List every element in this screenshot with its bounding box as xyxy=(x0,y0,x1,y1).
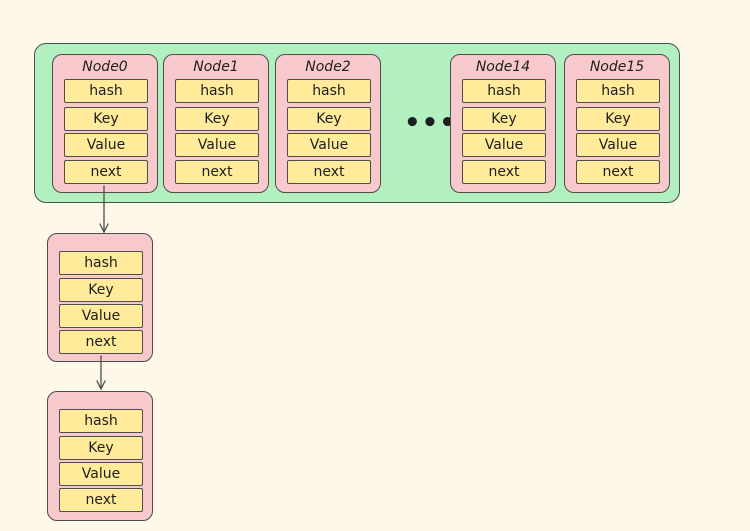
field-value: Value xyxy=(576,133,660,157)
ellipsis: ••• xyxy=(404,108,457,138)
array-node-0: Node0 hash Key Value next xyxy=(52,54,158,193)
field-hash: hash xyxy=(175,79,259,103)
array-node-2: Node2 hash Key Value next xyxy=(275,54,381,193)
field-hash: hash xyxy=(287,79,371,103)
field-key: Key xyxy=(576,107,660,131)
field-next: next xyxy=(576,160,660,184)
field-key: Key xyxy=(59,278,143,302)
node-title: Node2 xyxy=(305,59,351,75)
field-value: Value xyxy=(287,133,371,157)
field-key: Key xyxy=(287,107,371,131)
chained-node-2: hash Key Value next xyxy=(47,391,153,521)
node-title: Node0 xyxy=(82,59,128,75)
array-node-14: Node14 hash Key Value next xyxy=(450,54,556,193)
field-key: Key xyxy=(64,107,148,131)
field-key: Key xyxy=(462,107,546,131)
field-value: Value xyxy=(175,133,259,157)
field-hash: hash xyxy=(64,79,148,103)
node-title: Node15 xyxy=(589,59,645,75)
array-node-1: Node1 hash Key Value next xyxy=(163,54,269,193)
field-hash: hash xyxy=(462,79,546,103)
field-next: next xyxy=(64,160,148,184)
field-next: next xyxy=(175,160,259,184)
field-value: Value xyxy=(59,462,143,486)
field-value: Value xyxy=(59,304,143,328)
field-next: next xyxy=(462,160,546,184)
chained-node-1: hash Key Value next xyxy=(47,233,153,362)
field-next: next xyxy=(287,160,371,184)
field-hash: hash xyxy=(59,251,143,275)
field-hash: hash xyxy=(576,79,660,103)
node-title: Node1 xyxy=(193,59,239,75)
field-next: next xyxy=(59,330,143,354)
field-next: next xyxy=(59,488,143,512)
array-node-15: Node15 hash Key Value next xyxy=(564,54,670,193)
field-key: Key xyxy=(175,107,259,131)
field-hash: hash xyxy=(59,409,143,433)
node-title: Node14 xyxy=(475,59,531,75)
field-value: Value xyxy=(64,133,148,157)
field-value: Value xyxy=(462,133,546,157)
field-key: Key xyxy=(59,436,143,460)
